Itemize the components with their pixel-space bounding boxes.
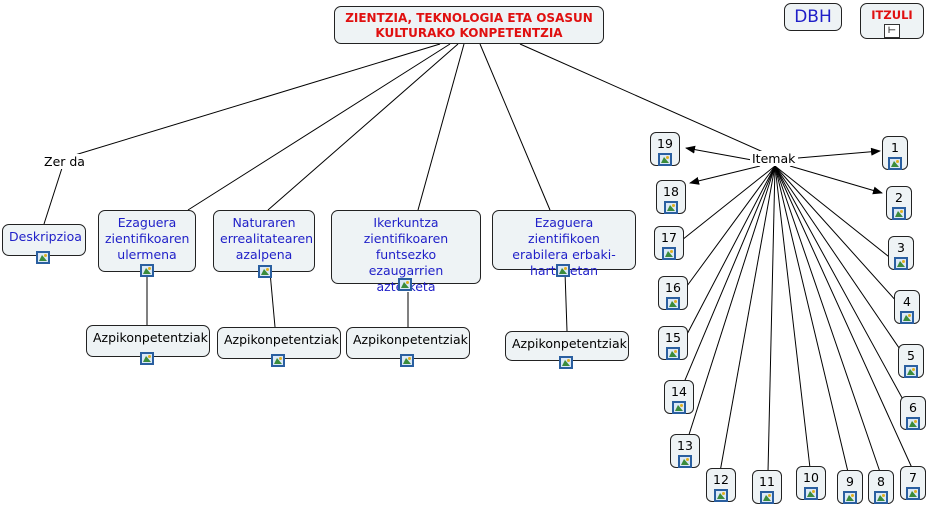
- concept-node-ulermena[interactable]: Ezaguera zientifikoaren ulermena: [98, 210, 196, 272]
- image-icon[interactable]: [892, 207, 906, 220]
- item-label: 9: [846, 474, 854, 489]
- item-label: 17: [661, 230, 677, 245]
- concept-label: Ikerkuntza zientifikoaren funtsezko ezau…: [363, 215, 449, 294]
- image-icon[interactable]: [904, 365, 918, 378]
- item-label: 3: [897, 240, 905, 255]
- item-label: 13: [677, 438, 693, 453]
- item-node-6[interactable]: 6: [900, 396, 926, 430]
- image-icon[interactable]: [678, 455, 692, 468]
- item-node-3[interactable]: 3: [888, 236, 914, 270]
- item-node-7[interactable]: 7: [900, 466, 926, 500]
- sub-label: Azpikonpetentziak: [353, 332, 468, 347]
- image-icon[interactable]: [874, 491, 888, 504]
- concept-node-azterketa[interactable]: Ikerkuntza zientifikoaren funtsezko ezau…: [331, 210, 481, 294]
- image-icon[interactable]: [400, 354, 414, 367]
- item-node-17[interactable]: 17: [654, 226, 684, 260]
- item-node-18[interactable]: 18: [656, 180, 686, 214]
- item-label: 5: [907, 348, 915, 363]
- item-label: 16: [665, 280, 681, 295]
- sub-node-azpikonpetentziak-3[interactable]: Azpikonpetentziak: [346, 327, 470, 359]
- sub-node-azpikonpetentziak-2[interactable]: Azpikonpetentziak: [217, 327, 341, 359]
- dbh-link-button[interactable]: DBH: [784, 3, 842, 31]
- concept-label: Naturaren errealitatearen azalpena: [220, 215, 314, 262]
- concept-label: Deskripzioa: [9, 229, 82, 244]
- image-icon[interactable]: [888, 157, 902, 170]
- concept-node-erabilera[interactable]: Ezaguera zientifikoen erabilera erbaki-h…: [492, 210, 636, 278]
- image-icon[interactable]: [714, 489, 728, 502]
- concept-node-deskripzioa[interactable]: Deskripzioa: [2, 224, 86, 256]
- item-node-8[interactable]: 8: [868, 470, 894, 504]
- image-icon[interactable]: [271, 354, 285, 367]
- item-label: 11: [759, 474, 775, 489]
- item-label: 10: [803, 470, 819, 485]
- item-label: 7: [909, 470, 917, 485]
- image-icon[interactable]: [398, 278, 412, 291]
- image-icon[interactable]: [804, 487, 818, 500]
- main-title-node[interactable]: ZIENTZIA, TEKNOLOGIA ETA OSASUN KULTURAK…: [334, 6, 604, 44]
- item-node-5[interactable]: 5: [898, 344, 924, 378]
- item-label: 2: [895, 190, 903, 205]
- concept-map-icon: ⊢: [884, 24, 900, 38]
- concept-label: Ezaguera zientifikoaren ulermena: [105, 215, 190, 262]
- image-icon[interactable]: [258, 265, 272, 278]
- image-icon[interactable]: [906, 487, 920, 500]
- item-node-4[interactable]: 4: [894, 290, 920, 324]
- image-icon[interactable]: [906, 417, 920, 430]
- item-node-2[interactable]: 2: [886, 186, 912, 220]
- itemak-label: Itemak: [750, 151, 798, 166]
- image-icon[interactable]: [36, 251, 50, 264]
- concept-node-azalpena[interactable]: Naturaren errealitatearen azalpena: [213, 210, 315, 272]
- image-icon[interactable]: [900, 311, 914, 324]
- sub-node-azpikonpetentziak-4[interactable]: Azpikonpetentziak: [505, 331, 629, 361]
- sub-label: Azpikonpetentziak: [93, 330, 208, 345]
- item-node-13[interactable]: 13: [670, 434, 700, 468]
- image-icon[interactable]: [760, 491, 774, 504]
- item-label: 19: [657, 136, 673, 151]
- item-label: 6: [909, 400, 917, 415]
- sub-label: Azpikonpetentziak: [512, 336, 627, 351]
- zer-da-label: Zer da: [42, 154, 87, 169]
- image-icon[interactable]: [556, 264, 570, 277]
- item-node-19[interactable]: 19: [650, 132, 680, 166]
- item-node-11[interactable]: 11: [752, 470, 782, 504]
- item-label: 1: [891, 140, 899, 155]
- image-icon[interactable]: [559, 356, 573, 369]
- image-icon[interactable]: [140, 264, 154, 277]
- item-node-14[interactable]: 14: [664, 380, 694, 414]
- item-label: 4: [903, 294, 911, 309]
- itzuli-label: ITZULI: [871, 8, 913, 22]
- sub-node-azpikonpetentziak-1[interactable]: Azpikonpetentziak: [86, 325, 210, 357]
- image-icon[interactable]: [843, 491, 857, 504]
- item-node-16[interactable]: 16: [658, 276, 688, 310]
- item-node-12[interactable]: 12: [706, 468, 736, 502]
- item-node-9[interactable]: 9: [837, 470, 863, 504]
- item-label: 18: [663, 184, 679, 199]
- item-label: 14: [671, 384, 687, 399]
- image-icon[interactable]: [140, 352, 154, 365]
- item-label: 8: [877, 474, 885, 489]
- sub-label: Azpikonpetentziak: [224, 332, 339, 347]
- itzuli-link-button[interactable]: ITZULI ⊢: [860, 3, 924, 39]
- item-label: 12: [713, 472, 729, 487]
- image-icon[interactable]: [894, 257, 908, 270]
- item-node-10[interactable]: 10: [796, 466, 826, 500]
- image-icon[interactable]: [672, 401, 686, 414]
- item-label: 15: [665, 330, 681, 345]
- image-icon[interactable]: [666, 297, 680, 310]
- image-icon[interactable]: [658, 153, 672, 166]
- image-icon[interactable]: [666, 347, 680, 360]
- image-icon[interactable]: [662, 247, 676, 260]
- item-node-1[interactable]: 1: [882, 136, 908, 170]
- item-node-15[interactable]: 15: [658, 326, 688, 360]
- image-icon[interactable]: [664, 201, 678, 214]
